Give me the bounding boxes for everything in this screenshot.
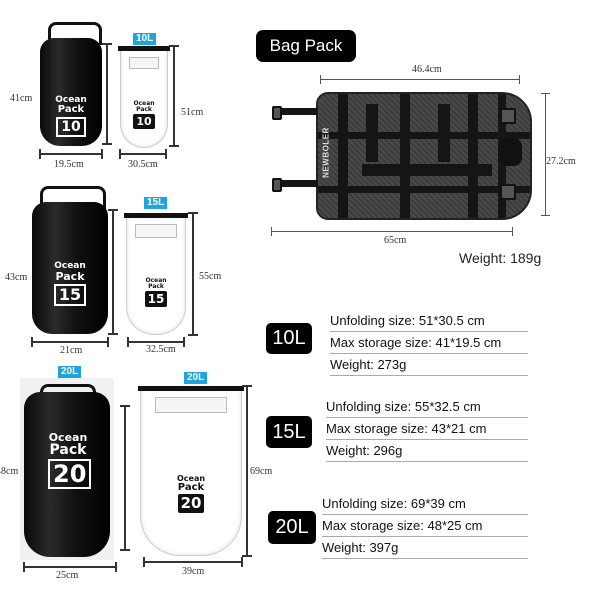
label-pack-height: 27.2cm	[546, 156, 576, 167]
strap	[40, 186, 106, 209]
clear-bag-20l: Ocean Pack 20	[138, 386, 244, 556]
spec-max-storage-size: Max storage size: 41*19.5 cm	[330, 333, 528, 354]
spec-unfolding-size: Unfolding size: 51*30.5 cm	[330, 311, 528, 332]
label-black-15l-width: 21cm	[60, 345, 83, 356]
label-clear-15l-height: 55cm	[199, 271, 222, 282]
bag-pack-image	[316, 92, 532, 220]
label-black-20l-width: 25cm	[56, 570, 79, 581]
dim-black-20l-width	[23, 562, 117, 572]
closure-bar	[124, 213, 188, 218]
dim-black-15l-width	[31, 337, 109, 347]
instruction-label	[129, 57, 159, 69]
size-tag-15l: 15L	[144, 197, 168, 209]
closure-bar	[118, 46, 170, 51]
label-clear-20l-height: 69cm	[250, 466, 273, 477]
spec-max-storage-size: Max storage size: 48*25 cm	[322, 516, 528, 537]
label-black-10l-width: 19.5cm	[54, 159, 84, 170]
spec-badge-15l: 15L	[266, 416, 312, 448]
strap-left-bottom	[282, 180, 318, 187]
clear-bag-15l: Ocean Pack 15	[124, 213, 188, 335]
size-tag-20l-clear: 20L	[184, 372, 208, 384]
black-bag-10l: Ocean Pack 10	[40, 38, 102, 146]
dim-clear-20l-height	[242, 385, 252, 557]
spec-weight: Weight: 296g	[326, 441, 528, 462]
bag-pack-title: Bag Pack	[256, 30, 356, 62]
bag-logo: Ocean Pack 20	[48, 432, 92, 489]
label-clear-10l-height: 51cm	[181, 107, 204, 118]
dim-pack-top-width	[320, 75, 520, 84]
dim-black-20l-height	[120, 405, 130, 551]
black-bag-15l: Ocean Pack 15	[32, 202, 108, 334]
instruction-label	[135, 224, 177, 238]
bag-logo: Ocean Pack 15	[144, 277, 168, 307]
spec-badge-10l: 10L	[266, 323, 312, 354]
bag-logo: Ocean Pack 10	[55, 95, 87, 137]
label-black-10l-height: 41cm	[10, 93, 33, 104]
dim-clear-15l-width	[127, 337, 185, 347]
spec-max-storage-size: Max storage size: 43*21 cm	[326, 419, 528, 440]
buckle-icon	[272, 106, 282, 120]
dim-clear-10l-width	[119, 149, 167, 159]
dim-pack-height	[541, 93, 550, 216]
spec-badge-20l: 20L	[268, 511, 316, 544]
label-clear-20l-width: 39cm	[182, 566, 205, 577]
buckle-icon	[272, 178, 282, 192]
label-clear-15l-width: 32.5cm	[146, 344, 176, 355]
dim-clear-10l-height	[169, 45, 179, 147]
dim-black-10l-width	[39, 149, 103, 159]
dim-clear-15l-height	[188, 212, 198, 336]
label-black-20l-height: 48cm	[0, 466, 19, 477]
black-bag-20l: Ocean Pack 20	[24, 392, 110, 557]
spec-unfolding-size: Unfolding size: 69*39 cm	[322, 494, 528, 515]
dim-black-10l-height	[102, 43, 112, 145]
closure-bar	[138, 386, 244, 391]
dim-black-15l-height	[108, 209, 118, 335]
spec-weight: Weight: 273g	[330, 355, 528, 376]
buckle-icon	[500, 108, 516, 124]
buckle-icon	[500, 184, 516, 200]
dim-pack-bottom-width	[271, 227, 513, 236]
label-black-15l-height: 43cm	[5, 272, 28, 283]
instruction-label	[155, 397, 227, 413]
spec-unfolding-size: Unfolding size: 55*32.5 cm	[326, 397, 528, 418]
grab-handle	[500, 138, 522, 166]
size-tag-20l-black: 20L	[58, 366, 82, 378]
brand-label: NEWBOLER	[321, 127, 331, 178]
size-tag-10l: 10L	[133, 33, 157, 45]
clear-bag-10l: Ocean Pack 10	[118, 46, 170, 148]
bag-logo: Ocean Pack 20	[176, 474, 206, 513]
bag-logo: Ocean Pack 10	[133, 100, 155, 129]
bag-logo: Ocean Pack 15	[53, 261, 87, 306]
label-pack-top-width: 46.4cm	[412, 64, 442, 75]
bag-pack-weight: Weight: 189g	[459, 250, 542, 266]
spec-weight: Weight: 397g	[322, 538, 528, 559]
strap	[48, 22, 102, 45]
dim-clear-20l-width	[143, 557, 243, 567]
label-clear-10l-width: 30.5cm	[128, 159, 158, 170]
strap-left-top	[282, 108, 318, 115]
label-pack-bottom-width: 65cm	[384, 235, 407, 246]
